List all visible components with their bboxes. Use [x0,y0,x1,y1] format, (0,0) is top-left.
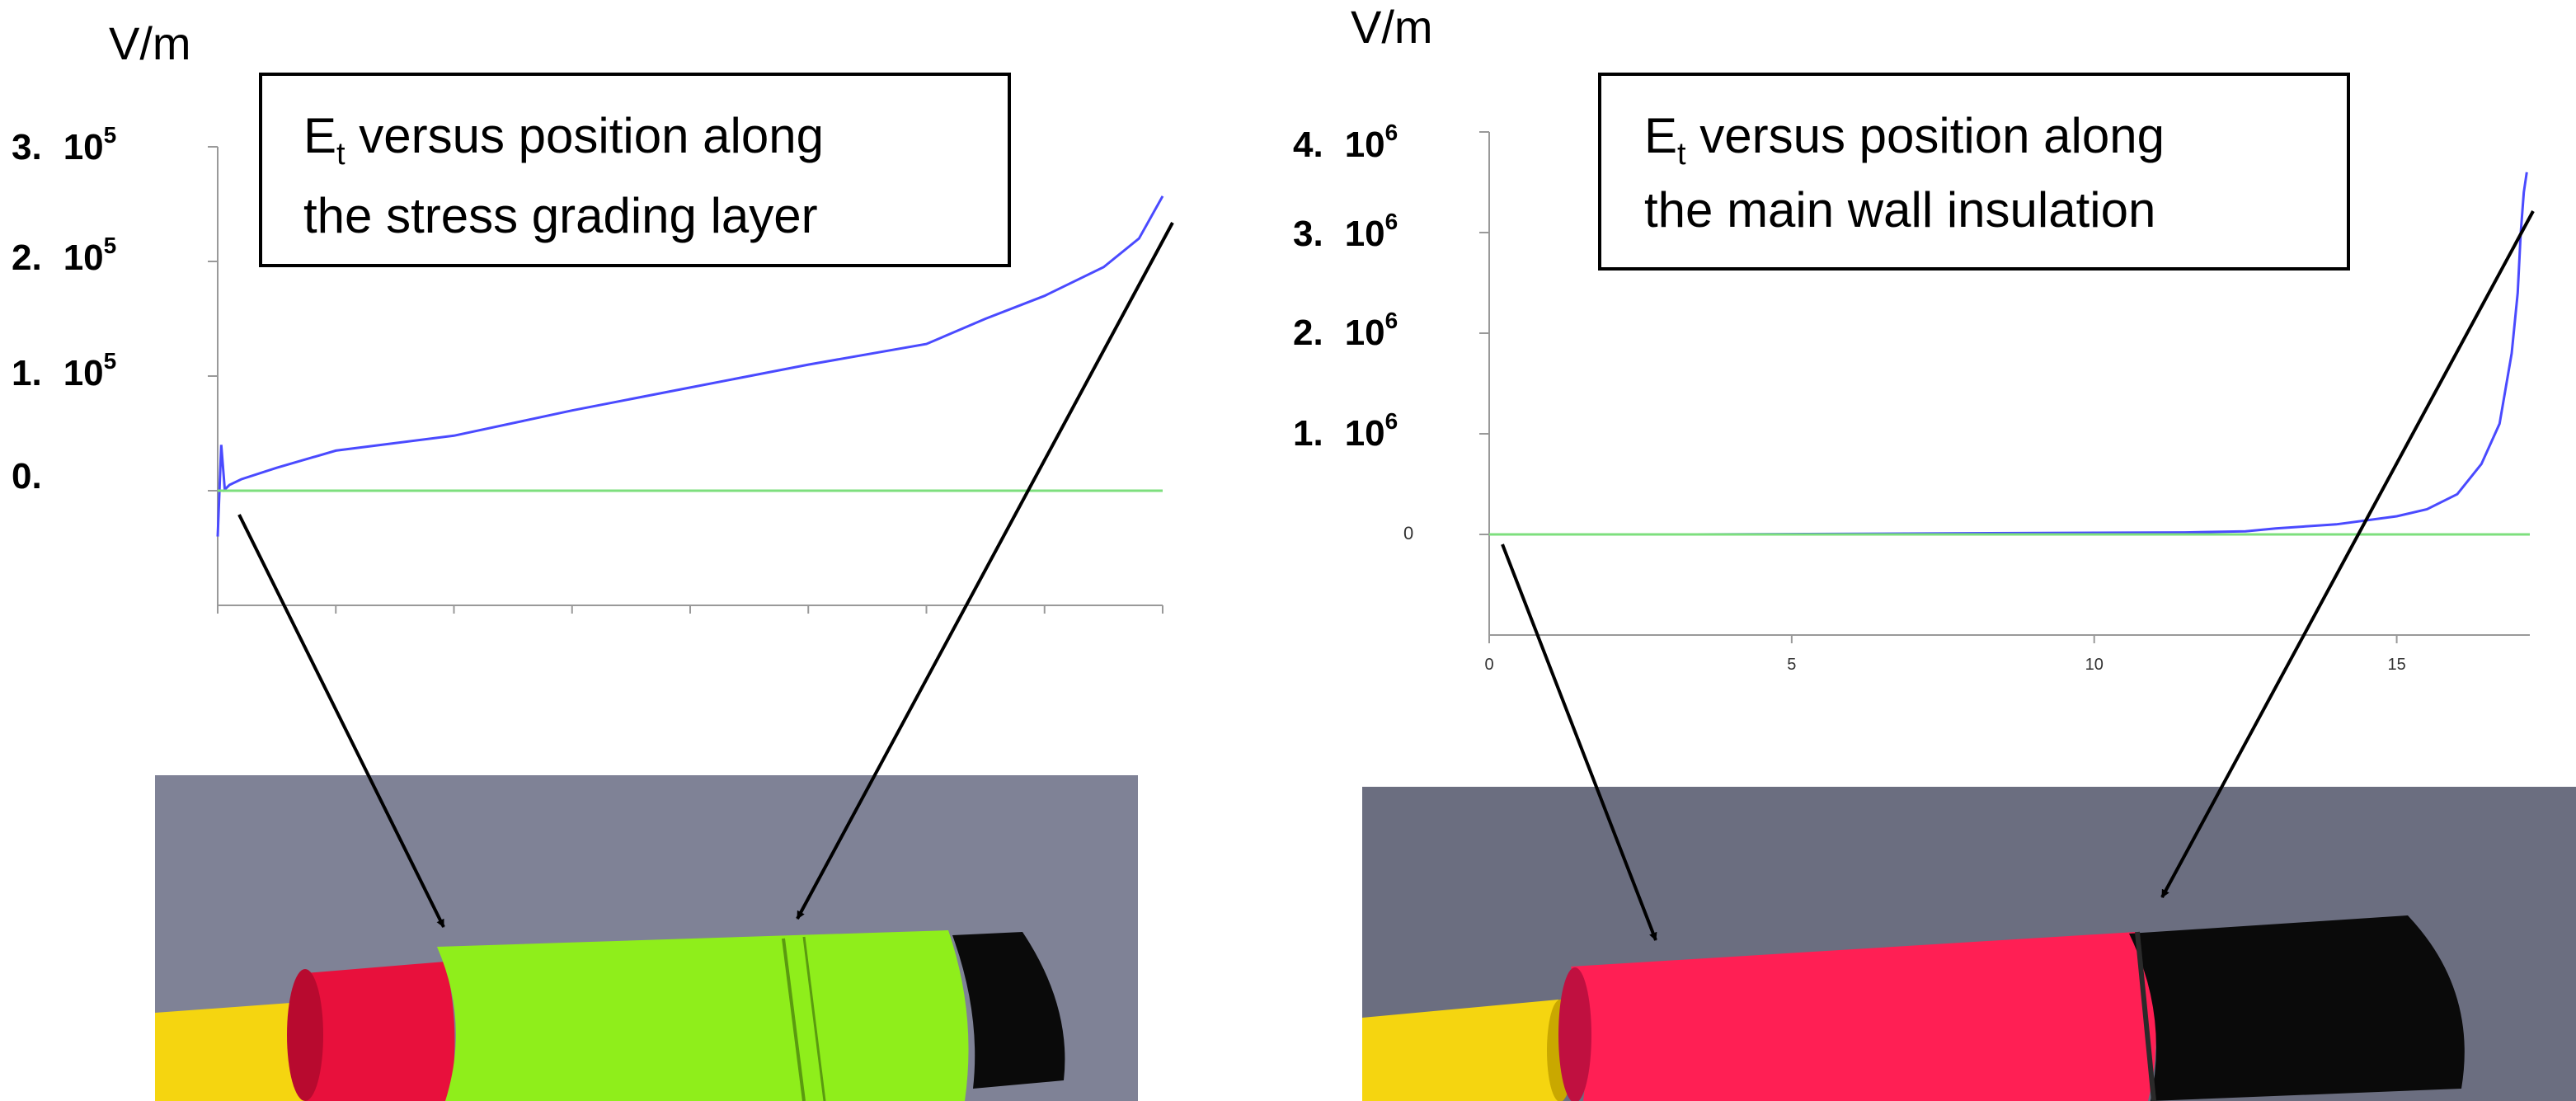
right-xtick-label-0: 0 [1484,656,1493,674]
right-xtick-label-3: 15 [2387,656,2405,674]
left-green-groove-1 [782,938,806,1101]
right-ytick-label-4e6: 4.106 [1293,120,1398,165]
right-y-ticks [1479,131,1489,535]
right-xtick-label-1: 5 [1787,656,1796,674]
left-green-grading-layer [437,930,969,1101]
left-unit-label: V/m [109,17,191,69]
left-series-group [216,195,1164,537]
right-series-group [1489,172,2530,536]
left-ytick-labels: 3.105 2.105 1.105 0. [12,122,116,496]
right-black-end [2129,915,2465,1101]
right-title-box: Et versus position along the main wall i… [1598,73,2350,271]
left-ytick-label-2e5: 2.105 [12,233,116,278]
right-red-end [1558,967,1591,1101]
left-title-box: Et versus position along the stress grad… [259,73,1011,267]
left-ytick-label-1e5: 1.105 [12,348,116,393]
left-black-end [952,932,1065,1089]
left-green-groove-2 [802,936,826,1101]
right-plot-area: 0 5 10 15 [1479,131,2530,674]
right-ytick-label-0: 0 [1403,523,1413,543]
left-ytick-label-0: 0. [12,456,42,496]
left-arrow-2 [796,222,1174,920]
left-title-line2: the stress grading layer [303,188,818,243]
left-panel: V/m 3.105 2.105 1.105 0. Et versus posit… [12,17,1174,1101]
left-title-line1: Et versus position along [303,108,824,172]
right-red-insulation [1571,932,2156,1101]
right-xtick-label-2: 10 [2085,656,2104,674]
left-y-ticks [208,146,218,492]
left-cable-render [155,775,1138,1101]
left-series-et [216,195,1164,537]
right-arrow-2 [2160,210,2535,898]
right-title-line2: the main wall insulation [1644,182,2155,238]
left-plot-area [208,146,1164,614]
right-ytick-labels: 4.106 3.106 2.106 1.106 0 [1293,120,1413,543]
right-title-line1: Et versus position along [1644,108,2165,172]
right-ytick-label-3e6: 3.106 [1293,209,1398,254]
right-panel: V/m 4.106 3.106 2.106 1.106 0 0 5 10 15 Et … [1293,1,2576,1101]
left-red-end [287,969,323,1101]
left-x-ticks [217,605,1163,614]
left-yellow-conductor [155,1001,320,1101]
left-arrow-1 [237,514,445,928]
right-yellow-conductor [1362,1000,1566,1101]
right-black-edge [2135,931,2156,1101]
right-ytick-label-1e6: 1.106 [1293,408,1398,454]
right-series-et [1676,172,2528,536]
right-ytick-label-2e6: 2.106 [1293,308,1398,353]
right-unit-label: V/m [1351,1,1433,53]
left-ytick-label-3e5: 3.105 [12,122,116,167]
right-x-ticks: 0 5 10 15 [1484,635,2406,674]
right-arrow-1 [1501,543,1657,941]
right-cable-render [1362,787,2576,1101]
left-red-insulation [305,962,455,1101]
